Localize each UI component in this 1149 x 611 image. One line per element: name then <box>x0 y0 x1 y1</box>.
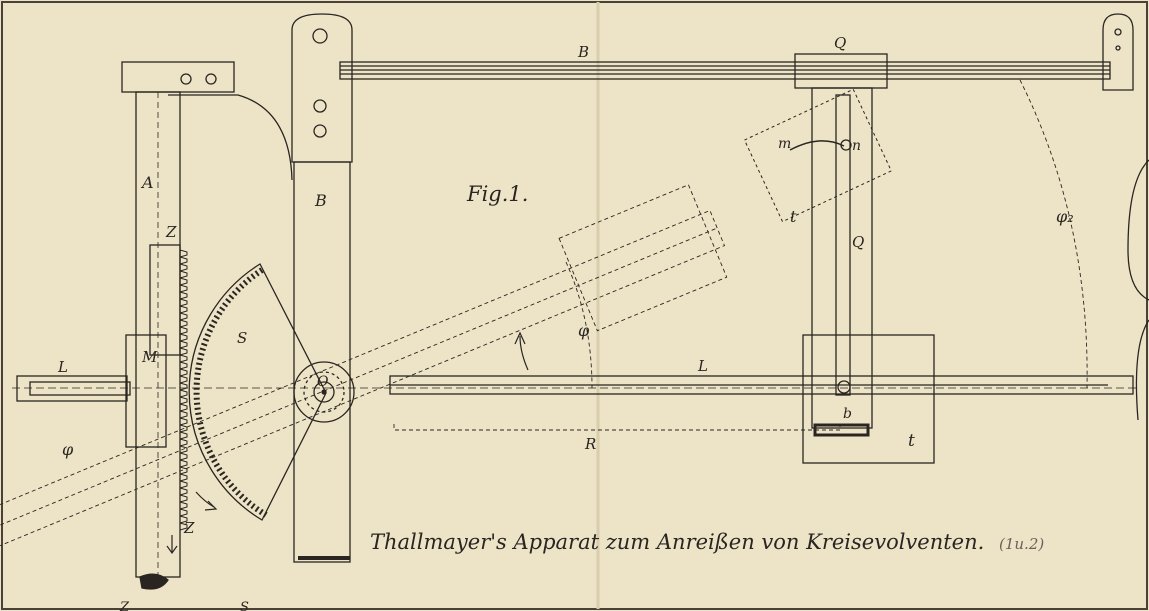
tracer-frame <box>743 88 892 223</box>
rack-tooth <box>179 445 188 454</box>
radius-bracket <box>393 424 841 431</box>
rack-tooth <box>179 473 188 482</box>
pen-mn <box>789 140 845 151</box>
rack-tooth <box>179 494 188 503</box>
rack-tooth <box>179 389 188 398</box>
phi2-arc <box>1019 79 1088 389</box>
rack-tooth <box>179 466 188 475</box>
rack-tooth <box>179 508 188 517</box>
label-q-mid: Q <box>852 233 864 251</box>
rack-tooth <box>179 298 188 307</box>
rack-tooth <box>179 424 188 433</box>
label-l-left: L <box>57 358 68 376</box>
figure-label: Fig.1. <box>466 182 528 206</box>
rack-tooth <box>179 452 188 461</box>
label-s: S <box>237 329 247 347</box>
horizontal-bar-l <box>12 375 1140 402</box>
rack-tooth <box>179 277 188 286</box>
rack-tooth <box>179 438 188 447</box>
label-r: R <box>584 435 596 453</box>
rack-tooth <box>179 312 188 321</box>
rack-tooth <box>179 375 188 384</box>
rack-tooth <box>179 410 188 419</box>
rack-tooth <box>179 249 188 258</box>
rack-tooth <box>179 515 188 524</box>
rack-tooth <box>179 263 188 272</box>
label-z-bottom: Z <box>119 600 130 611</box>
rack-teeth <box>179 249 188 531</box>
label-t-upper: t <box>790 207 797 226</box>
rack-tooth <box>179 333 188 342</box>
left-bracket <box>121 61 293 181</box>
label-phi-left: φ <box>62 440 74 459</box>
label-l-right: L <box>697 357 708 375</box>
label-o: O <box>317 374 329 390</box>
label-phi2-right: φ₂ <box>1056 207 1074 226</box>
label-b-small: b <box>843 406 852 422</box>
rotated-ruler <box>0 184 728 549</box>
label-q-top: Q <box>834 34 846 52</box>
lower-block-t <box>802 334 935 464</box>
vertical-rack-a <box>125 91 181 590</box>
label-phi-mid: φ <box>578 321 590 340</box>
label-t-lower: t <box>908 431 915 451</box>
rack-tooth <box>179 431 188 440</box>
rack-tooth <box>179 501 188 510</box>
rack-tooth <box>179 291 188 300</box>
label-s-bottom: S <box>240 600 249 611</box>
rack-tooth <box>179 319 188 328</box>
rack-tooth <box>179 270 188 279</box>
rack-tooth <box>179 361 188 370</box>
rack-tooth <box>179 480 188 489</box>
rack-tooth <box>179 396 188 405</box>
slider-q <box>794 53 888 429</box>
right-end-cap <box>1102 13 1134 91</box>
rack-tooth <box>179 340 188 349</box>
label-m: M <box>141 348 158 366</box>
label-a: A <box>140 173 154 192</box>
rack-tooth <box>179 382 188 391</box>
rack-tooth <box>179 326 188 335</box>
next-figure-edge <box>1127 159 1149 301</box>
rack-tooth <box>179 417 188 426</box>
rack-tooth <box>179 305 188 314</box>
rack-tooth <box>179 459 188 468</box>
rack-tooth <box>179 347 188 356</box>
rotation-arrow <box>519 335 529 371</box>
rack-tooth <box>179 403 188 412</box>
rack-tooth <box>179 368 188 377</box>
phi-arc <box>565 261 593 389</box>
rack-tooth <box>179 487 188 496</box>
top-rail-b <box>339 61 1111 80</box>
rack-tooth <box>179 354 188 363</box>
rack-tooth <box>179 522 188 531</box>
rack-tooth <box>179 284 188 293</box>
caption-text: Thallmayer's Apparat zum Anreißen von Kr… <box>370 530 984 554</box>
label-z-lower: Z <box>183 519 195 537</box>
figure-caption: Thallmayer's Apparat zum Anreißen von Kr… <box>370 530 1044 554</box>
label-b-left: B <box>314 191 327 210</box>
label-n: n <box>852 138 861 154</box>
gear-sector-s <box>188 263 355 521</box>
label-b-top: B <box>577 43 589 61</box>
label-m-pen: m <box>778 136 791 152</box>
label-z-upper: Z <box>165 223 177 241</box>
rack-tooth <box>179 256 188 265</box>
caption-ref: (1u.2) <box>999 535 1044 553</box>
vertical-bar-b <box>291 13 353 563</box>
